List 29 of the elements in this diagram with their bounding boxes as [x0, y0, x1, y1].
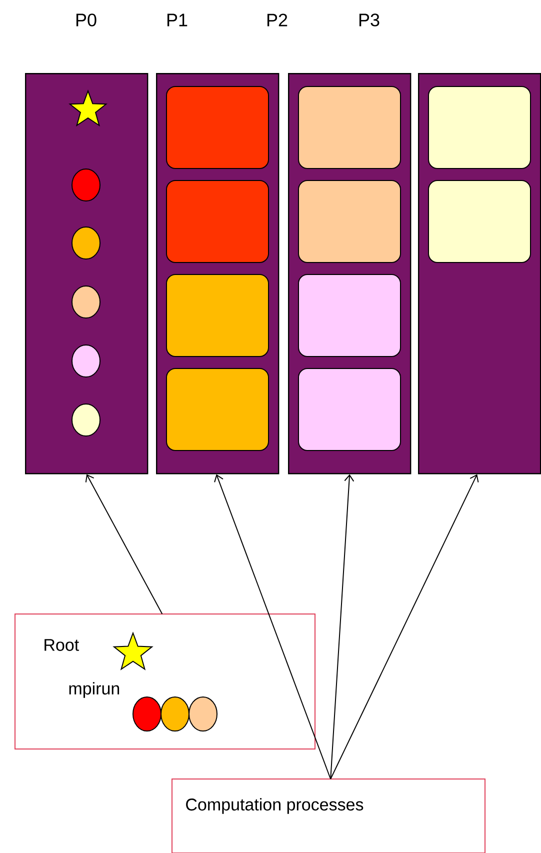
circle-token	[72, 404, 100, 436]
task-block	[166, 180, 269, 263]
process-label: P0	[76, 14, 96, 26]
task-block	[298, 180, 401, 263]
circle-token	[72, 344, 100, 378]
column-panel	[25, 73, 148, 474]
circle-token	[132, 696, 162, 732]
arrow	[214, 474, 332, 780]
task-block	[166, 368, 269, 451]
arrow	[85, 474, 163, 614]
process-label: P1	[167, 14, 188, 26]
arrow	[330, 474, 479, 780]
circle-token	[72, 286, 100, 318]
process-label: P3	[359, 14, 380, 26]
task-block	[298, 274, 401, 357]
task-block	[428, 180, 531, 263]
text-box: Computation processes	[172, 778, 486, 853]
text-box: Root mpirun	[14, 614, 316, 750]
task-block	[298, 86, 401, 169]
process-label: P2	[267, 14, 288, 26]
task-block	[166, 274, 269, 357]
circle-token	[188, 696, 218, 732]
task-block	[298, 368, 401, 451]
task-block	[166, 86, 269, 169]
circle-token	[72, 168, 100, 202]
arrow	[330, 474, 354, 780]
circle-token	[160, 696, 190, 732]
circle-token	[72, 226, 100, 260]
task-block	[428, 86, 531, 169]
